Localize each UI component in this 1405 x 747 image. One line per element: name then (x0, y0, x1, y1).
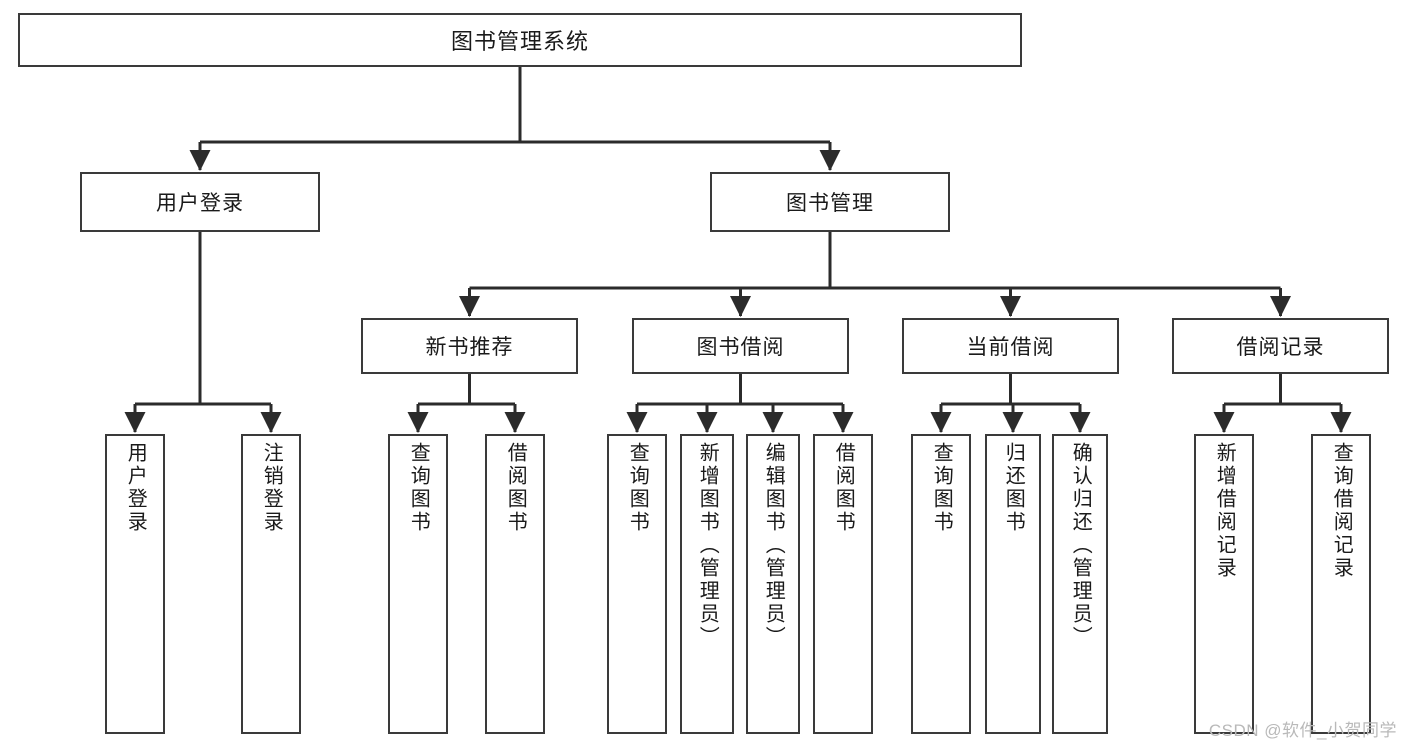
node-leaf-add-record[interactable]: 新增借阅记录 (1194, 434, 1254, 734)
node-label: 查询图书 (626, 442, 649, 534)
node-label: 新增图书（管理员） (696, 442, 719, 649)
watermark: CSDN @软件_小贺同学 (1208, 721, 1397, 740)
node-borrow-record[interactable]: 借阅记录 (1172, 318, 1389, 374)
node-label: 用户登录 (156, 192, 244, 215)
node-user-login[interactable]: 用户登录 (80, 172, 320, 232)
node-label: 归还图书 (1002, 442, 1025, 534)
node-leaf-user-login[interactable]: 用户登录 (105, 434, 165, 734)
node-leaf-return-book[interactable]: 归还图书 (985, 434, 1041, 734)
node-label: 用户登录 (124, 442, 147, 534)
node-leaf-query-record[interactable]: 查询借阅记录 (1311, 434, 1371, 734)
node-leaf-borrow-book-2[interactable]: 借阅图书 (813, 434, 873, 734)
node-current-borrow[interactable]: 当前借阅 (902, 318, 1119, 374)
node-label: 借阅记录 (1236, 336, 1325, 359)
node-label: 编辑图书（管理员） (762, 442, 785, 649)
node-label: 查询借阅记录 (1330, 442, 1353, 580)
node-label: 查询图书 (407, 442, 430, 534)
node-new-book-recommend[interactable]: 新书推荐 (361, 318, 578, 374)
node-book-borrow[interactable]: 图书借阅 (632, 318, 849, 374)
node-leaf-user-logout[interactable]: 注销登录 (241, 434, 301, 734)
node-label: 新增借阅记录 (1213, 442, 1236, 580)
node-label: 借阅图书 (504, 442, 527, 534)
node-leaf-query-book-3[interactable]: 查询图书 (911, 434, 971, 734)
node-leaf-borrow-book-1[interactable]: 借阅图书 (485, 434, 545, 734)
node-book-manage[interactable]: 图书管理 (710, 172, 950, 232)
node-label: 图书管理 (786, 192, 874, 215)
node-label: 查询图书 (930, 442, 953, 534)
node-label: 新书推荐 (425, 336, 514, 359)
node-leaf-query-book-2[interactable]: 查询图书 (607, 434, 667, 734)
node-label: 图书借阅 (696, 336, 785, 359)
node-leaf-confirm-return[interactable]: 确认归还（管理员） (1052, 434, 1108, 734)
node-leaf-query-book-1[interactable]: 查询图书 (388, 434, 448, 734)
node-label: 注销登录 (260, 442, 283, 534)
node-leaf-edit-book[interactable]: 编辑图书（管理员） (746, 434, 800, 734)
node-label: 借阅图书 (832, 442, 855, 534)
node-label: 图书管理系统 (450, 29, 589, 54)
node-leaf-add-book[interactable]: 新增图书（管理员） (680, 434, 734, 734)
node-root[interactable]: 图书管理系统 (18, 13, 1022, 67)
node-label: 当前借阅 (966, 336, 1055, 359)
node-label: 确认归还（管理员） (1069, 442, 1092, 649)
